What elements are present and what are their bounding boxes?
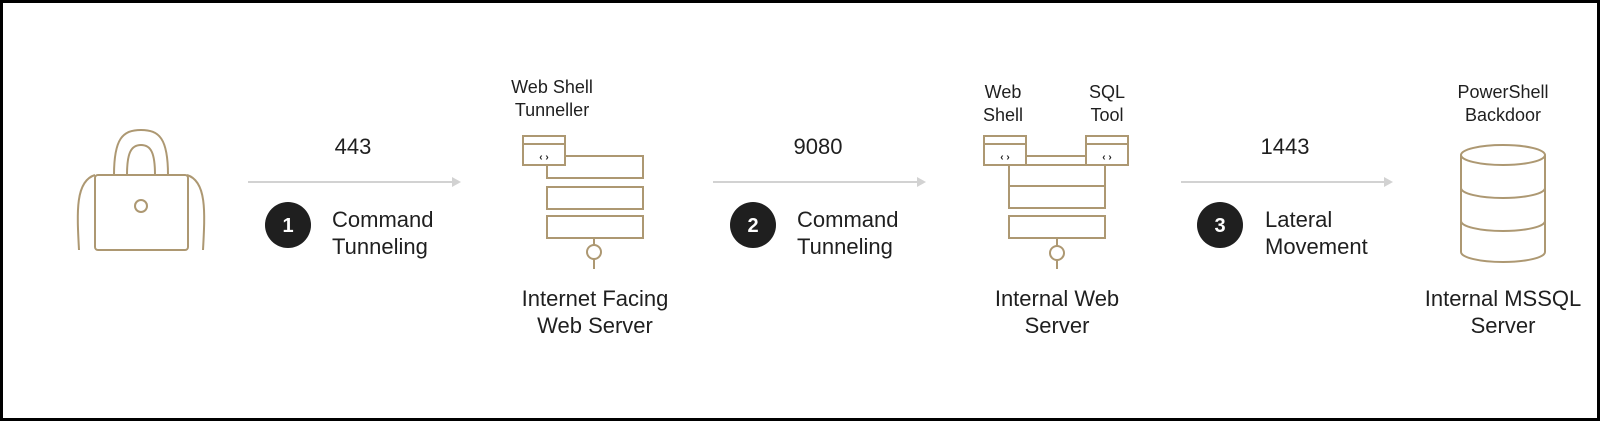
powershell-backdoor-label: PowerShell Backdoor	[1457, 82, 1549, 125]
web-shell-tunneller-label: Web Shell Tunneller	[511, 77, 593, 120]
web-shell-icon: ‹ ›	[983, 135, 1027, 166]
web-shell-label: Web Shell	[982, 82, 1024, 125]
step-label-1: Command Tunneling	[332, 207, 434, 259]
step-number-3: 3	[1214, 215, 1225, 237]
step-label-2: Command Tunneling	[797, 207, 899, 259]
port-label-3: 1443	[1260, 134, 1310, 159]
database-icon	[1460, 144, 1546, 263]
svg-text:‹ ›: ‹ ›	[1000, 152, 1009, 163]
step-number-2: 2	[747, 215, 758, 237]
internal-web-server-icon	[1005, 155, 1106, 269]
port-label-1: 443	[334, 134, 372, 159]
step-number-1: 1	[282, 215, 293, 237]
svg-text:‹ ›: ‹ ›	[539, 152, 548, 163]
internet-web-server-label: Internet Facing Web Server	[521, 286, 669, 338]
attacker-laptop-bag-icon	[76, 128, 206, 251]
mssql-server-label: Internal MSSQL Server	[1424, 286, 1582, 338]
step-badge-2: 2	[730, 202, 776, 248]
sql-tool-icon: ‹ ›	[1085, 135, 1129, 166]
diagram-canvas: 1 2 3 ‹ ›	[76, 128, 1546, 269]
arrow-2	[713, 177, 926, 187]
svg-text:‹ ›: ‹ ›	[1102, 152, 1111, 163]
arrow-3	[1181, 177, 1393, 187]
arrow-1	[248, 177, 461, 187]
step-label-3: Lateral Movement	[1265, 207, 1368, 259]
internet-web-server-icon	[546, 155, 644, 269]
sql-tool-label: SQL Tool	[1088, 82, 1126, 125]
port-label-2: 9080	[793, 134, 843, 159]
step-badge-1: 1	[265, 202, 311, 248]
web-shell-tunneller-icon: ‹ ›	[522, 135, 566, 166]
internal-web-server-label: Internal Web Server	[994, 286, 1120, 338]
step-badge-3: 3	[1197, 202, 1243, 248]
